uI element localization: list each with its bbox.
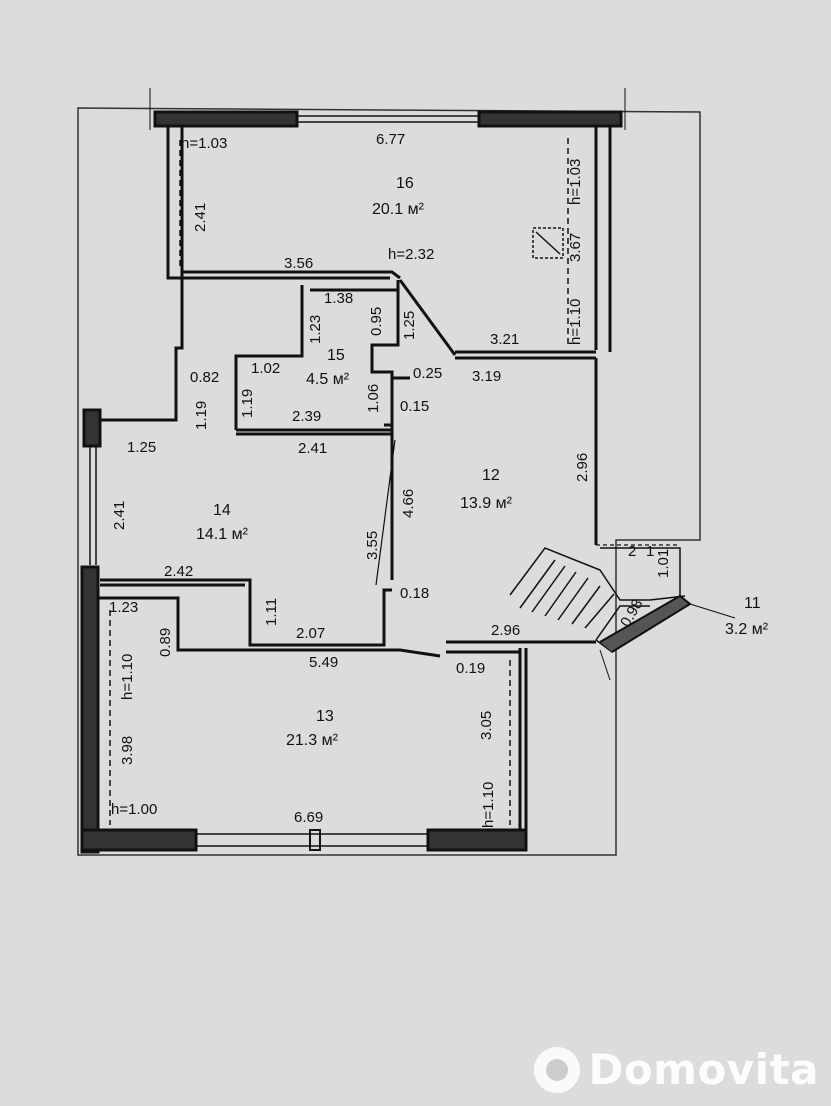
dim-v-1-06: 1.06 (365, 383, 382, 413)
room-15-number: 15 (327, 347, 345, 364)
dim-h-left: h=1.03 (181, 135, 228, 152)
dim-v-3-05: 3.05 (478, 710, 495, 740)
dim-v-h-1-10-r13: h=1.10 (119, 653, 136, 700)
dim-v-1-19-a: 1.19 (193, 400, 210, 430)
dim-5-49: 5.49 (309, 654, 339, 671)
dim-v-2-96: 2.96 (574, 452, 591, 482)
dim-h-1-00: h=1.00 (111, 801, 158, 818)
dim-2-42: 2.42 (164, 563, 194, 580)
dim-3-21: 3.21 (490, 331, 520, 348)
room-16-number: 16 (396, 175, 414, 192)
dim-v-3-98: 3.98 (119, 735, 136, 765)
dim-v-h-1-10-r13b: h=1.10 (480, 781, 497, 828)
room-14-area: 14.1 м² (196, 526, 248, 543)
room-16-area: 20.1 м² (372, 201, 424, 218)
dim-v-1-23: 1.23 (307, 314, 324, 344)
dim-v-0-89: 0.89 (157, 627, 174, 657)
room-13-area: 21.3 м² (286, 732, 338, 749)
dim-v-4-66: 4.66 (400, 488, 417, 518)
dim-1-02: 1.02 (251, 360, 281, 377)
dim-0-18: 0.18 (400, 585, 430, 602)
dim-6-69: 6.69 (294, 809, 324, 826)
dim-3-56: 3.56 (284, 255, 314, 272)
dim-1-38: 1.38 (324, 290, 354, 307)
domovita-logo-icon (534, 1046, 581, 1093)
dim-h-right: h=1.03 (567, 158, 584, 205)
top-wall (149, 88, 626, 130)
dim-v-2-41-left: 2.41 (111, 500, 128, 530)
dim-2-96: 2.96 (491, 622, 521, 639)
dim-2-07: 2.07 (296, 625, 326, 642)
room-15-area: 4.5 м² (306, 371, 350, 388)
room-13-walls (80, 565, 596, 854)
outer-outline (77, 107, 701, 856)
room-16-walls (166, 126, 612, 352)
dim-small-2: 2 (628, 543, 637, 560)
dim-v-3-67: 3.67 (567, 232, 584, 262)
room-12-number: 12 (482, 467, 500, 484)
dim-small-1: 1 (646, 543, 655, 560)
dim-v-1-25: 1.25 (401, 310, 418, 340)
domovita-watermark: Domovita (534, 1045, 819, 1094)
dim-v-1-01: 1.01 (655, 548, 672, 578)
room-12-area: 13.9 м² (460, 495, 512, 512)
dim-v-3-55: 3.55 (364, 530, 381, 560)
watermark-text: Domovita (588, 1045, 819, 1094)
dim-3-19: 3.19 (472, 368, 502, 385)
dim-1-25: 1.25 (127, 439, 157, 456)
dim-v-0-95: 0.95 (368, 306, 385, 336)
vent-symbol (532, 227, 564, 259)
room-15-walls (234, 279, 596, 436)
dim-v-2-41-top: 2.41 (192, 202, 209, 232)
dim-1-23: 1.23 (109, 599, 139, 616)
dim-h-2-32: h=2.32 (388, 246, 435, 263)
room-14-walls (82, 278, 396, 647)
dim-0-19: 0.19 (456, 660, 486, 677)
dim-v-1-11: 1.11 (263, 597, 280, 626)
dim-top-width: 6.77 (376, 131, 406, 148)
dim-h-1-10-r16: h=1.10 (567, 298, 584, 345)
dim-0-25: 0.25 (413, 365, 443, 382)
room-11-number: 11 (744, 595, 761, 612)
dim-0-82: 0.82 (190, 369, 220, 386)
dim-v-1-19-b: 1.19 (239, 388, 256, 418)
room-13-number: 13 (316, 708, 334, 725)
room-14-number: 14 (213, 502, 231, 519)
dim-2-41: 2.41 (298, 440, 328, 457)
room-11-area: 3.2 м² (725, 621, 769, 638)
stair-area (509, 358, 736, 681)
dim-2-39: 2.39 (292, 408, 322, 425)
dim-0-15: 0.15 (400, 398, 430, 415)
